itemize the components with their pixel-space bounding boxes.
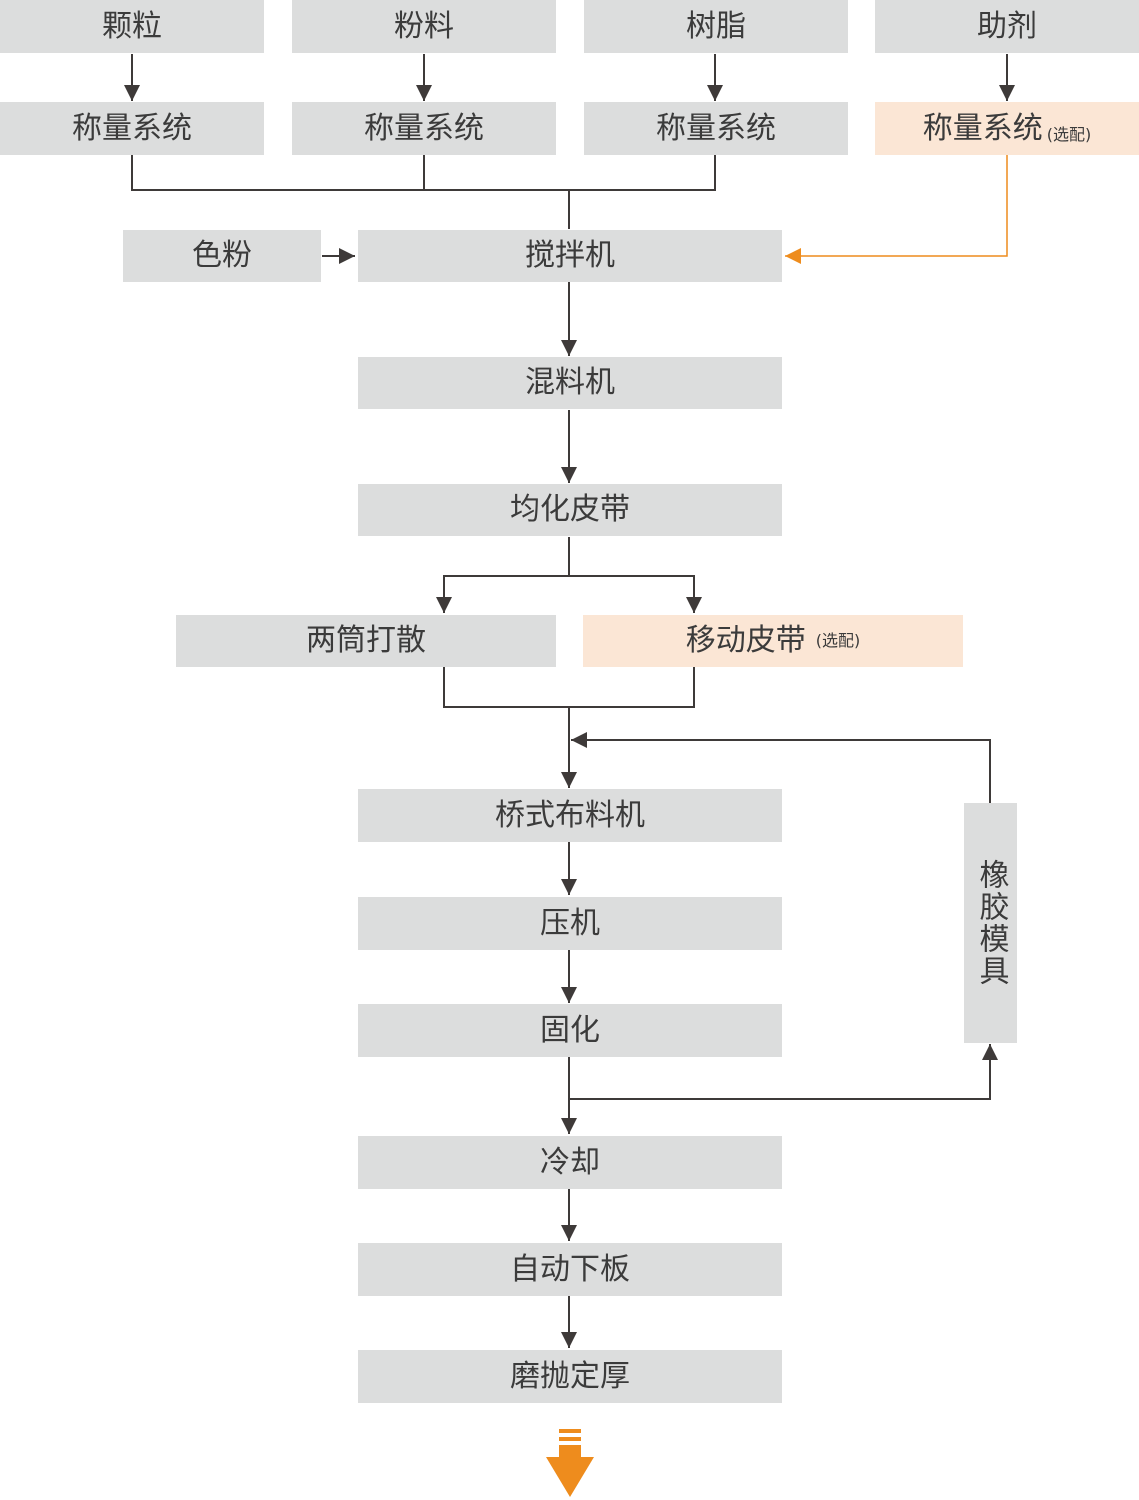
weighing-system-powder: 称量系统 <box>292 102 556 155</box>
arrow-split-drum <box>436 575 569 613</box>
arrow-split-mobile-belt <box>569 575 702 613</box>
cooling-label: 冷却 <box>540 1144 600 1180</box>
pigment-label: 色粉 <box>192 238 252 273</box>
rubber-mold-label: 橡胶模具 <box>973 859 1009 987</box>
input-granules-label: 颗粒 <box>102 8 162 44</box>
mixer-box: 混料机 <box>358 357 782 409</box>
arrow-curing-mold <box>569 1044 998 1100</box>
input-granules: 颗粒 <box>0 0 264 53</box>
curing-box: 固化 <box>358 1004 782 1057</box>
rubber-mold-box: 橡胶模具 <box>964 803 1017 1043</box>
optional-note: (选配) <box>1046 124 1092 144</box>
curing-label: 固化 <box>540 1012 600 1048</box>
input-additive-label: 助剂 <box>977 8 1037 44</box>
optional-note: (选配) <box>815 631 861 650</box>
mobile-belt-box-optional: 移动皮带 (选配) <box>583 615 963 667</box>
mobile-belt-label: 移动皮带 <box>685 623 806 658</box>
bridge-distributor-box: 桥式布料机 <box>358 789 782 842</box>
input-powder: 粉料 <box>292 0 556 53</box>
weighing-system-label: 称量系统 <box>364 110 484 146</box>
weighing-system-additive-optional: 称量系统(选配) <box>875 102 1139 155</box>
press-label: 压机 <box>540 905 600 941</box>
weighing-system-label: 称量系统 <box>922 110 1043 146</box>
homogenizing-belt-box: 均化皮带 <box>358 484 782 536</box>
cooling-box: 冷却 <box>358 1136 782 1189</box>
weighing-system-label: 称量系统 <box>656 110 776 146</box>
homogenizing-belt-label: 均化皮带 <box>510 492 630 527</box>
pigment-box: 色粉 <box>123 230 321 282</box>
input-additive: 助剂 <box>875 0 1139 53</box>
two-drum-breakup-box: 两筒打散 <box>176 615 556 667</box>
mixer-label: 混料机 <box>525 365 615 400</box>
auto-unloading-label: 自动下板 <box>510 1251 630 1287</box>
stirrer-label: 搅拌机 <box>525 238 615 273</box>
grinding-polishing-label: 磨抛定厚 <box>510 1358 630 1394</box>
input-resin: 树脂 <box>584 0 848 53</box>
press-box: 压机 <box>358 897 782 950</box>
input-resin-label: 树脂 <box>686 8 746 44</box>
arrow-additive-stirrer-optional <box>785 155 1008 264</box>
stirrer-box: 搅拌机 <box>358 230 782 282</box>
line-branches-merge <box>443 667 695 708</box>
output-arrow-icon <box>546 1429 594 1497</box>
weighing-system-granules: 称量系统 <box>0 102 264 155</box>
grinding-polishing-box: 磨抛定厚 <box>358 1350 782 1403</box>
arrow-mold-return <box>571 732 991 803</box>
weighing-system-label: 称量系统 <box>72 110 192 146</box>
input-powder-label: 粉料 <box>394 8 454 44</box>
weighing-system-resin: 称量系统 <box>584 102 848 155</box>
auto-unloading-box: 自动下板 <box>358 1243 782 1296</box>
two-drum-breakup-label: 两筒打散 <box>306 623 426 658</box>
bridge-distributor-label: 桥式布料机 <box>495 797 645 833</box>
